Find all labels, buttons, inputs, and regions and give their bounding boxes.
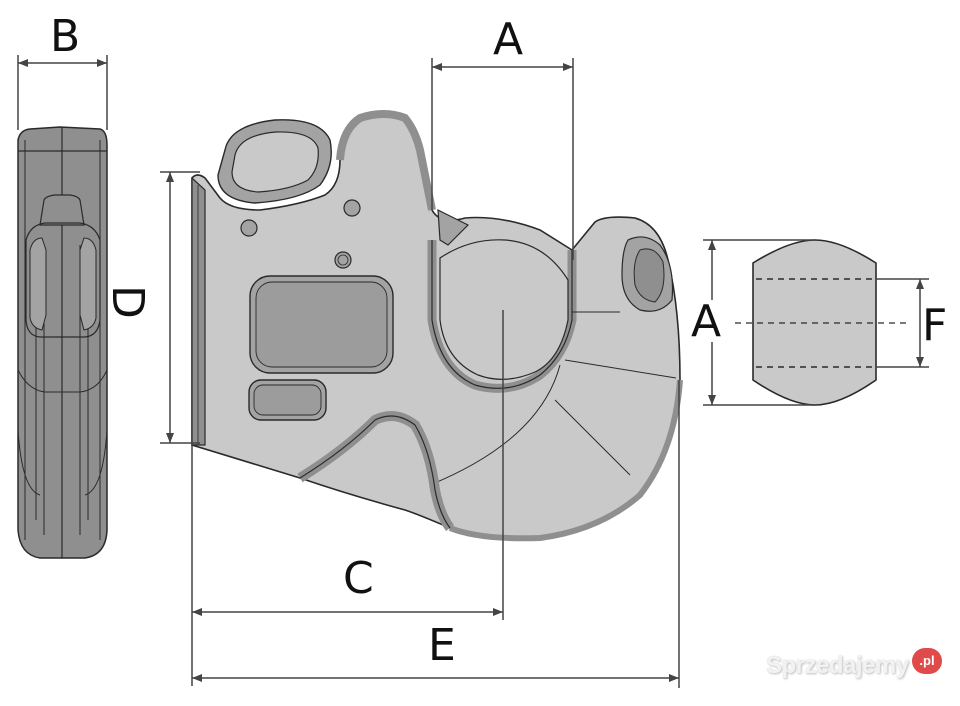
side-edge-view [17,126,108,559]
dimension-label-e: E [428,620,456,671]
dimension-label-a-top: A [493,14,524,65]
dimension-label-b: B [50,11,81,62]
dimension-label-d: D [101,285,153,319]
watermark-badge: .pl [912,648,942,674]
dimension-lines [17,55,929,688]
front-profile-view [191,110,683,542]
dimension-label-a-ball: A [691,296,722,347]
dimension-label-c: C [343,553,374,604]
watermark-logo: Sprzedajemy [766,652,909,679]
ball-section-view [735,239,910,406]
dimension-label-f: F [922,300,948,351]
